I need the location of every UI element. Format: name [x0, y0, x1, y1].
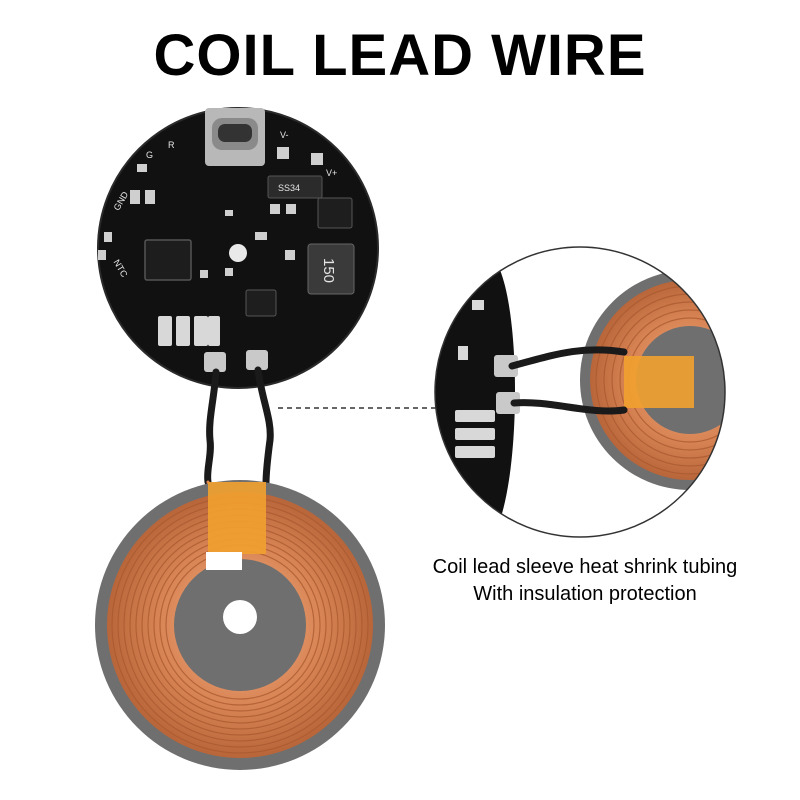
solder-pad	[204, 352, 226, 372]
pcb-board: SS34 150 GND G	[97, 107, 379, 389]
smd-components	[98, 147, 323, 278]
page-title: COIL LEAD WIRE	[153, 23, 647, 88]
pin-label-r: R	[168, 140, 175, 150]
diode-chip: SS34	[267, 175, 323, 199]
pin-label-v-plus: V+	[326, 168, 337, 178]
mounting-hole	[229, 244, 247, 262]
zoom-callout	[434, 246, 726, 538]
coil-center-hole	[223, 600, 257, 634]
usb-c-port	[205, 108, 265, 166]
diode-chip-marking: SS34	[278, 183, 300, 193]
heat-shrink-tape	[208, 482, 266, 554]
pin-label-g: G	[146, 150, 153, 160]
solder-pad	[246, 350, 268, 370]
caption-line-1: Coil lead sleeve heat shrink tubing	[432, 556, 738, 578]
wireless-charging-coil	[95, 480, 385, 770]
inductor-marking: 150	[320, 258, 337, 283]
caption-line-2: With insulation protection	[473, 583, 697, 605]
ic-chip	[245, 289, 277, 317]
ic-chip	[144, 239, 192, 281]
ic-chip	[317, 197, 353, 229]
inductor: 150	[307, 243, 355, 295]
pin-label-v-minus: V-	[280, 130, 289, 140]
resistor-array	[158, 316, 220, 346]
callout-caption: Coil lead sleeve heat shrink tubing With…	[395, 554, 775, 608]
